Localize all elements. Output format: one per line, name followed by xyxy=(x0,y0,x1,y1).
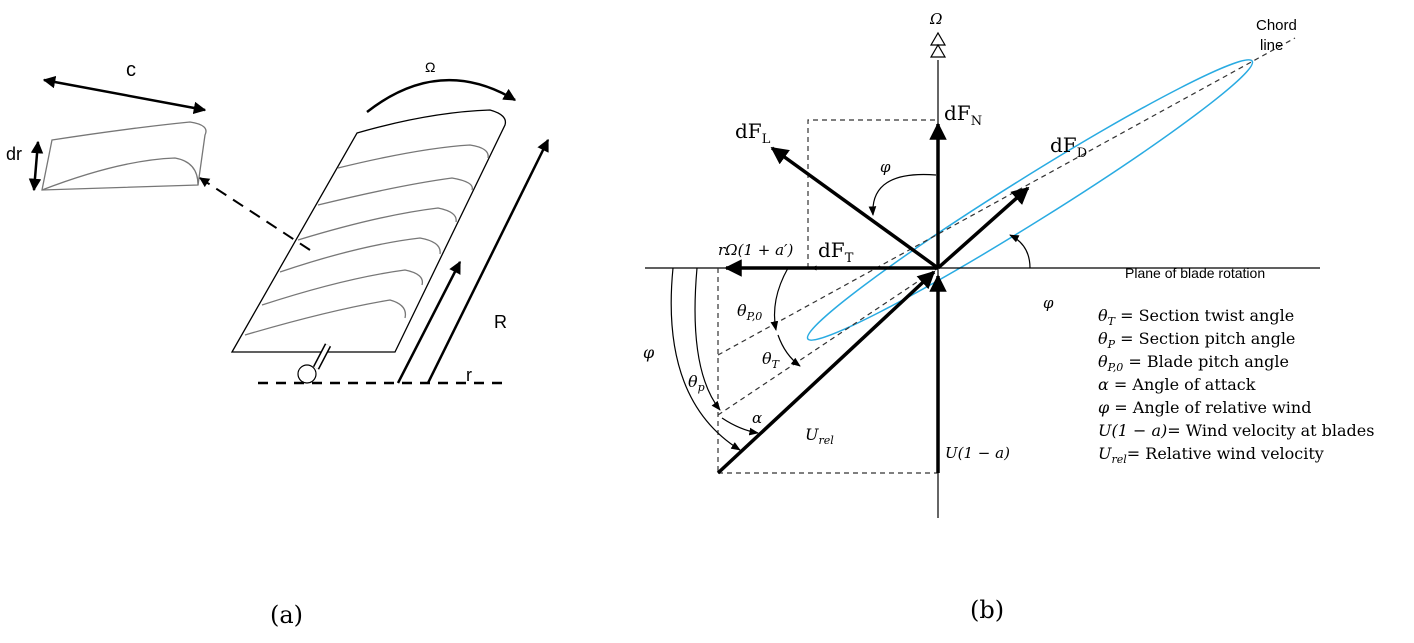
urel-label: Urel xyxy=(805,425,834,447)
theta-p-label: θp xyxy=(688,372,705,394)
R-label: R xyxy=(494,312,507,332)
caption-a: (a) xyxy=(270,601,303,629)
phi-right-label: φ xyxy=(1043,294,1054,312)
dFD-arrow xyxy=(936,186,1030,270)
dFN-label: dFN xyxy=(944,101,982,129)
theta-t-label: θT xyxy=(762,349,781,371)
chord-line xyxy=(717,37,1296,356)
dFL-label: dFL xyxy=(735,119,771,147)
chord-label-2: line xyxy=(1260,37,1283,54)
legend-item: θT = Section twist angle xyxy=(1098,306,1294,328)
airfoil-outline xyxy=(806,59,1254,341)
phi-label: φ xyxy=(643,343,655,362)
phi-top-label: φ xyxy=(880,158,891,176)
dFL-arrow xyxy=(770,146,940,270)
tangential-velocity-label: rΩ(1 + a′) xyxy=(718,241,793,259)
blade xyxy=(230,109,507,353)
dFD-label: dFD xyxy=(1050,133,1087,161)
section-pointer xyxy=(199,177,311,251)
panel-a: c dr Ω r R (a) xyxy=(6,59,550,629)
blade-section-element xyxy=(41,121,207,191)
phi-top-arc xyxy=(868,173,937,216)
chord-label-1: Chord xyxy=(1256,17,1297,34)
alpha-arc xyxy=(721,417,759,436)
theta-p-arc xyxy=(694,267,721,411)
phi-arc xyxy=(670,267,741,451)
omega-label-a: Ω xyxy=(425,59,435,75)
r-label: r xyxy=(466,365,472,385)
legend: θT = Section twist angle θP = Section pi… xyxy=(1098,306,1374,466)
omega-double-arrow-icon xyxy=(929,31,947,58)
r-arrow xyxy=(396,260,462,384)
chord-arrow xyxy=(42,75,207,115)
legend-item: α = Angle of attack xyxy=(1098,375,1256,394)
plane-label: Plane of blade rotation xyxy=(1125,265,1265,281)
dFT-label: dFT xyxy=(818,238,854,266)
legend-item: U(1 − a)= Wind velocity at blades xyxy=(1098,421,1374,440)
axial-velocity-label: U(1 − a) xyxy=(945,444,1010,462)
R-arrow xyxy=(426,138,550,384)
phi-right-arc xyxy=(1009,234,1031,269)
alpha-label: α xyxy=(752,409,762,427)
theta-t-arc xyxy=(777,334,801,367)
rotation-arrow xyxy=(366,78,517,113)
caption-b: (b) xyxy=(970,596,1004,624)
legend-item: θP,0 = Blade pitch angle xyxy=(1098,352,1289,374)
urel-arrow xyxy=(716,270,936,475)
legend-item: θP = Section pitch angle xyxy=(1098,329,1295,351)
dr-label: dr xyxy=(6,144,22,164)
theta-p0-arc xyxy=(770,267,789,331)
dr-arrow xyxy=(28,140,44,192)
panel-b: Ω Plane of blade rotation Chord line dFN… xyxy=(643,10,1374,624)
legend-item: Urel= Relative wind velocity xyxy=(1098,444,1324,466)
hub-icon xyxy=(297,364,317,384)
omega-label: Ω xyxy=(929,10,942,28)
theta-p0-label: θP,0 xyxy=(737,301,762,323)
legend-item: φ = Angle of relative wind xyxy=(1098,398,1311,417)
chord-label: c xyxy=(126,59,136,81)
